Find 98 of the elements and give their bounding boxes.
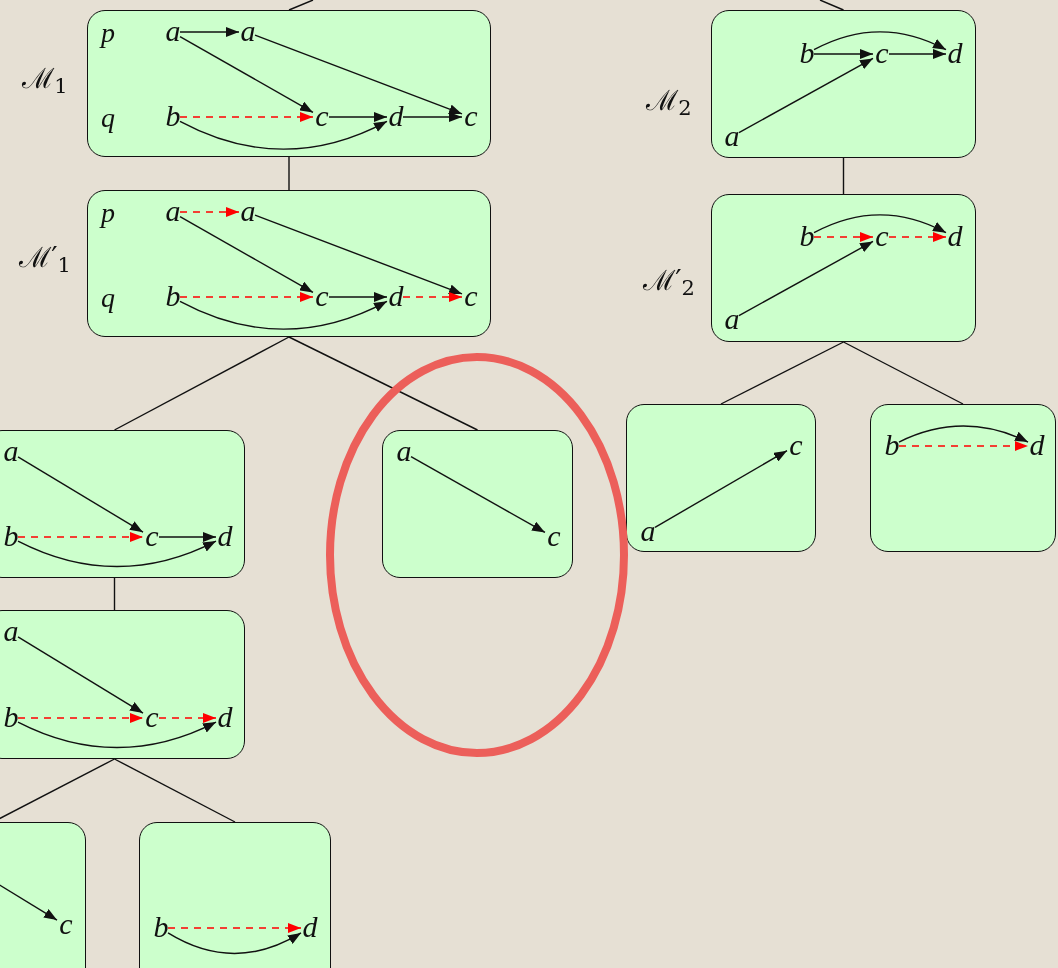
event-letter: c [786,430,806,460]
arrow [254,214,463,295]
arrow [328,112,388,122]
event-letter: c [544,521,564,551]
arrow [898,441,1029,451]
event-letter: a [163,196,183,226]
tree-line [288,336,479,431]
event-letter: c [142,521,162,551]
arrow [402,292,463,302]
event-letter: c [312,101,332,131]
arrow [158,532,217,542]
row-label: q [101,104,115,132]
arrow [167,932,302,955]
arrow [813,214,947,234]
model-label: ℳ$_{1}$ [22,65,68,93]
arrow [179,207,240,217]
event-letter: c [872,221,892,251]
arrow [402,112,463,122]
event-letter: c [872,38,892,68]
arrow [17,540,217,568]
event-letter: d [1027,430,1047,460]
event-letter: c [461,281,481,311]
tree-line [288,0,314,11]
model-label: ℳ′$_{2}$ [643,267,695,295]
event-letter: b [797,221,817,251]
arrow [17,636,144,714]
event-letter: d [945,221,965,251]
event-letter: a [238,16,258,46]
event-letter: c [142,702,162,732]
state-box [382,430,573,578]
arrow [254,34,463,115]
arrow [179,292,314,302]
arrow [813,49,874,59]
arrow [179,215,314,294]
arrow [813,31,947,51]
arrow [0,883,58,921]
arrow [888,49,947,59]
arrow [179,120,388,150]
event-letter: b [1,521,21,551]
arrow [888,232,947,242]
event-letter: a [238,196,258,226]
event-letter: b [151,912,171,942]
arrow [179,300,388,330]
tree-line [842,341,964,405]
model-label: ℳ$_{2}$ [646,87,692,115]
arrow [898,425,1029,443]
event-letter: d [386,101,406,131]
tree-line [113,577,116,611]
event-letter: a [163,16,183,46]
event-letter: b [1,702,21,732]
arrow [738,57,874,134]
event-letter: d [386,281,406,311]
state-box [139,822,331,968]
arrow [738,240,874,317]
event-letter: c [461,101,481,131]
tree-line [288,156,290,191]
row-label: q [101,284,115,312]
event-letter: d [215,521,235,551]
event-letter: a [1,436,21,466]
arrow [813,232,874,242]
arrow [158,713,217,723]
event-letter: b [797,38,817,68]
tree-line [819,0,845,11]
arrow [17,456,144,533]
event-letter: d [215,702,235,732]
event-letter: a [722,304,742,334]
arrow [17,721,217,749]
event-letter: d [300,912,320,942]
event-letter: a [638,516,658,546]
arrow [179,27,240,37]
event-letter: b [882,430,902,460]
arrow [410,455,546,534]
event-letter: d [945,38,965,68]
event-letter: b [163,101,183,131]
tree-line [113,758,236,823]
event-letter: b [163,281,183,311]
event-letter: a [722,121,742,151]
state-box [0,430,245,578]
tree-line [720,341,845,405]
arrow [17,713,144,723]
arrow [17,532,144,542]
arrow [179,112,314,122]
arrow [654,449,788,529]
state-box [870,404,1056,552]
tree-line [842,157,845,195]
arrow [179,35,314,114]
row-label: p [101,199,115,227]
arrow [328,292,388,302]
state-box [626,404,816,552]
event-letter: a [394,436,414,466]
event-letter: c [312,281,332,311]
arrow [167,923,302,933]
state-box [0,610,245,759]
tree-line [113,336,290,431]
event-letter: a [1,616,21,646]
row-label: p [101,19,115,47]
model-label: ℳ′$_{1}$ [19,244,71,272]
event-letter: c [56,909,76,939]
